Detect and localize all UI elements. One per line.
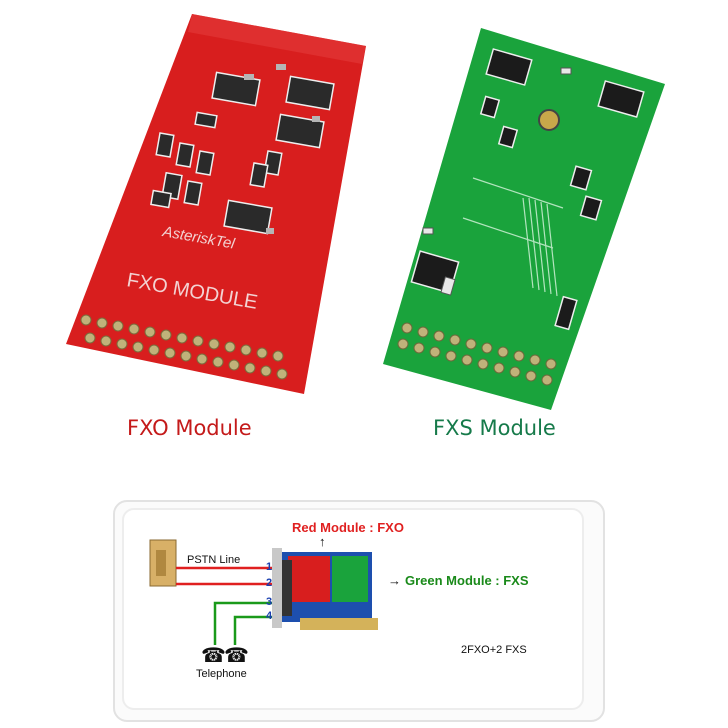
pstn-line-label: PSTN Line	[187, 554, 241, 566]
telephone-icon: ☎	[201, 645, 226, 667]
port-3-label: 3	[266, 596, 273, 608]
arrow-up-icon: ↑	[319, 534, 326, 549]
fxs-module-caption: FXS Module	[433, 416, 556, 440]
fxs-module-board	[383, 28, 665, 410]
arrow-right-icon: →	[388, 573, 401, 588]
red-module-label: Red Module : FXO	[292, 520, 404, 535]
telephone-label: Telephone	[196, 668, 247, 680]
config-label: 2FXO+2 FXS	[461, 644, 527, 656]
green-module-label: Green Module : FXS	[405, 573, 529, 588]
telephone-icon: ☎	[224, 645, 249, 667]
port-4-label: 4	[266, 610, 273, 622]
port-1-label: 1	[266, 561, 273, 573]
fxo-module-board: AsteriskTel FXO MODULE	[66, 14, 366, 394]
port-2-label: 2	[266, 577, 273, 589]
fxo-module-caption: FXO Module	[127, 416, 252, 440]
